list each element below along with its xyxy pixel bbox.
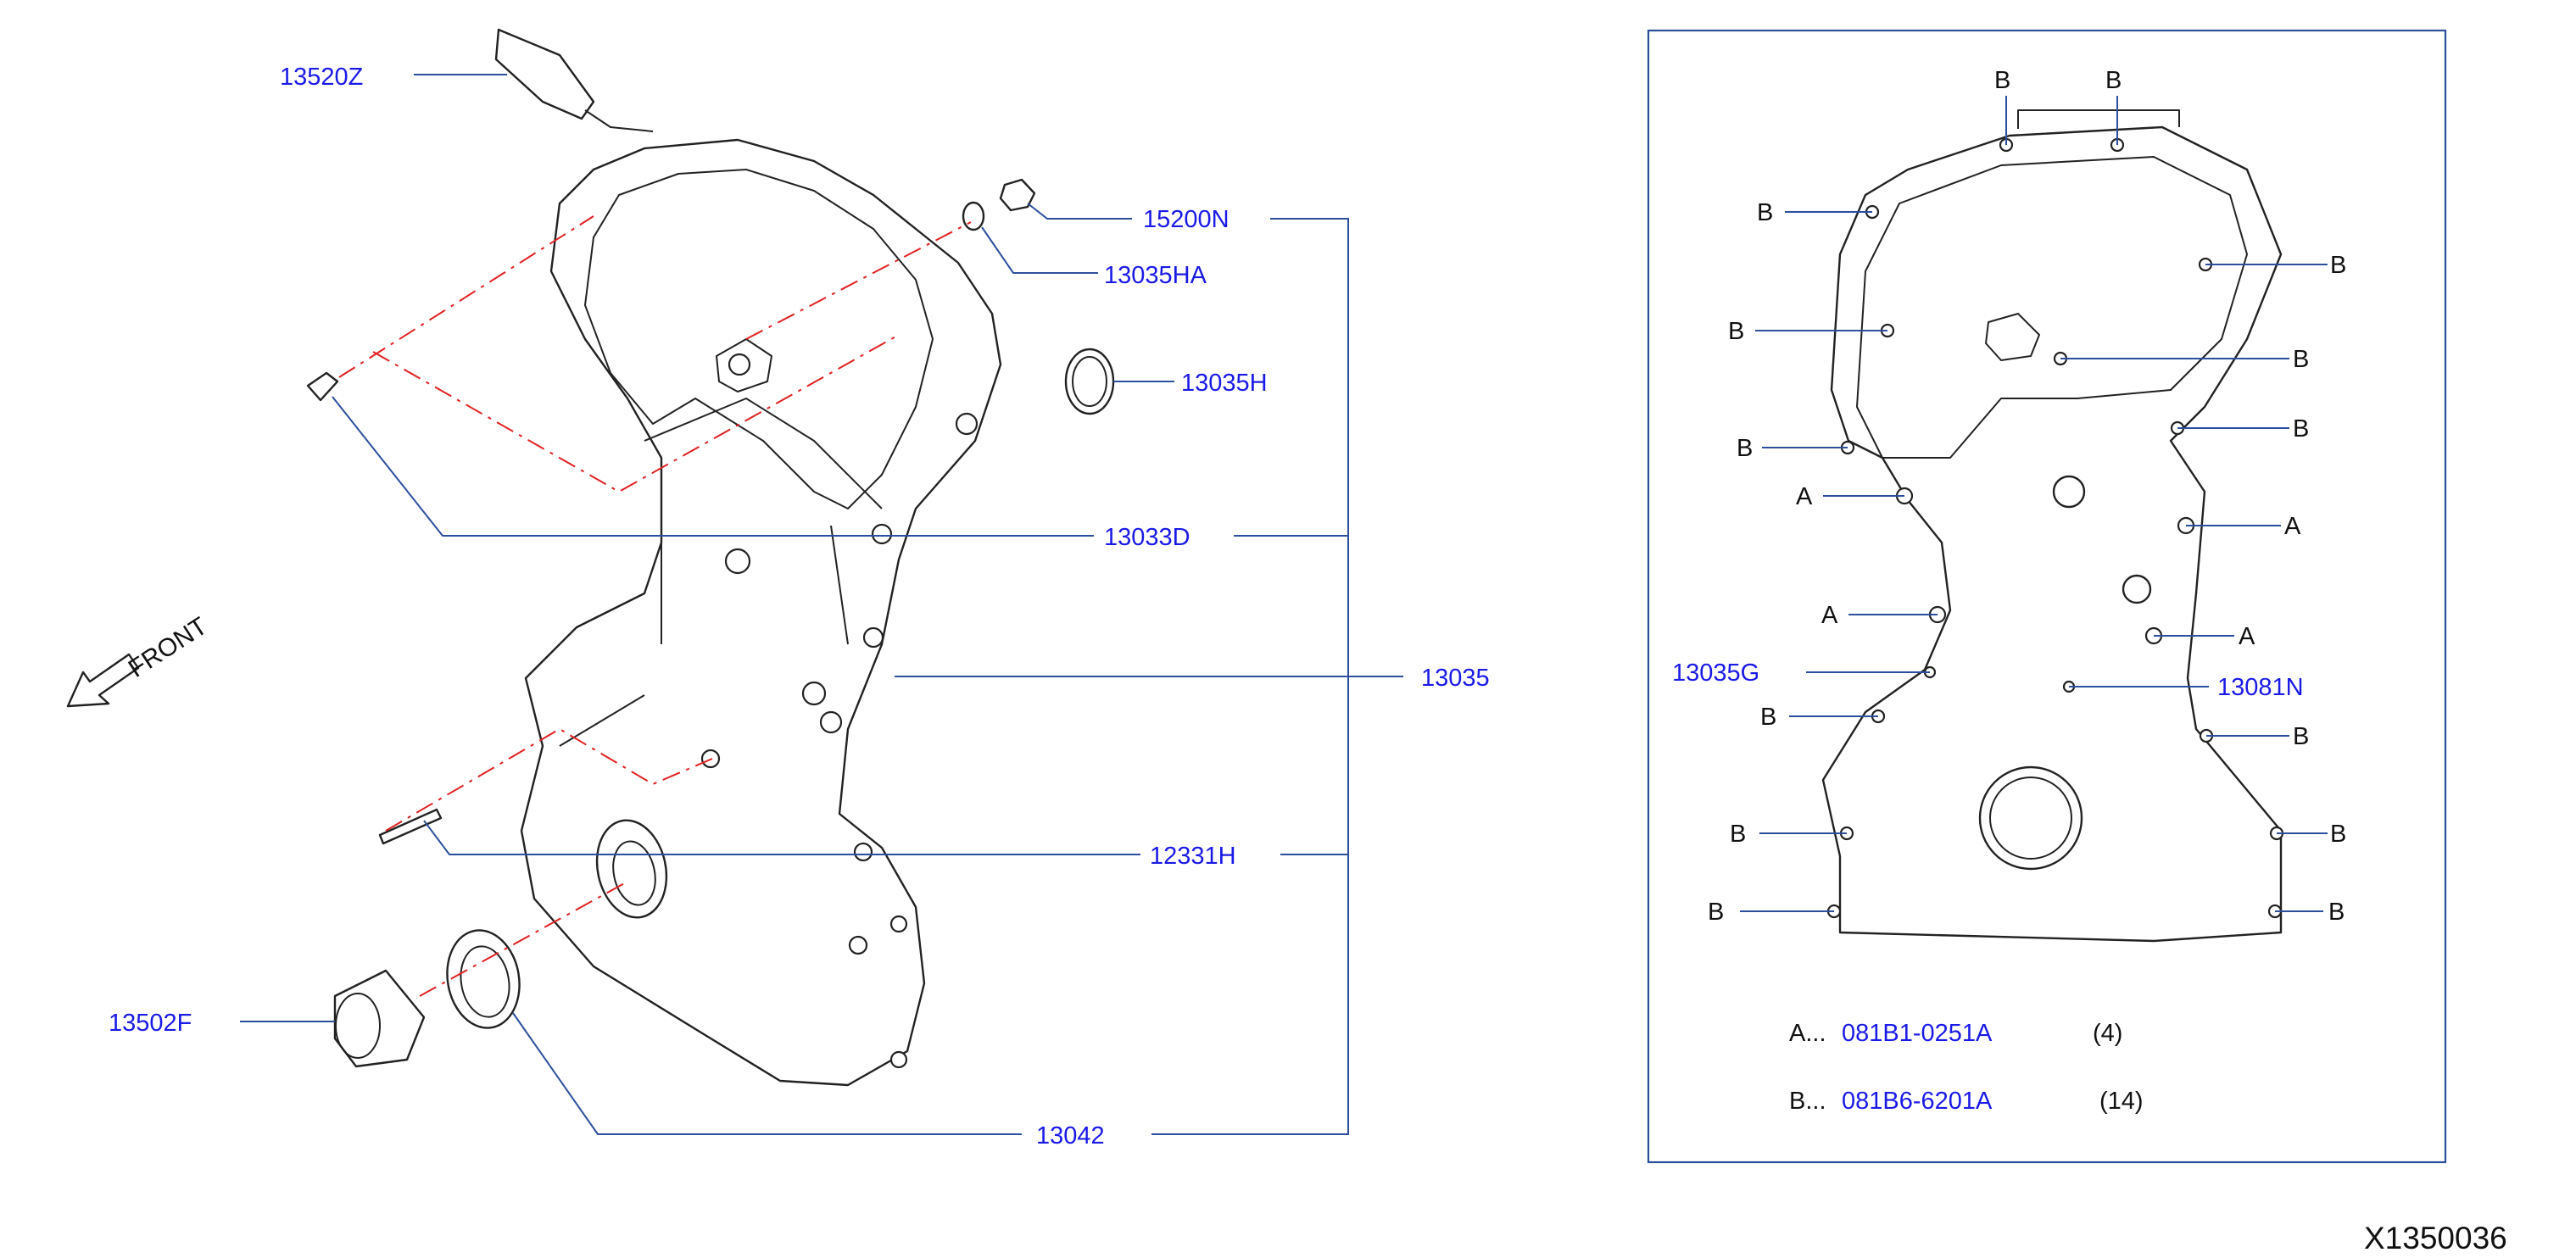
front-label: FRONT [124, 612, 213, 683]
leader-13035HA [981, 226, 1098, 274]
o-ring-large-inner [1072, 356, 1107, 407]
dowel-pin [306, 371, 339, 402]
bolt-b-13: B [1708, 899, 1724, 926]
bolt-b-4: B [2330, 252, 2346, 279]
bolt-b-5: B [1728, 318, 1744, 345]
leader-13033D [332, 396, 1094, 537]
part-13035G[interactable]: 13035G [1672, 660, 1759, 687]
legend-b-prefix: B... [1789, 1088, 1826, 1115]
bolt-b-2: B [2105, 67, 2122, 94]
front-cover-outline [520, 138, 1002, 1087]
bolt-b-3: B [1757, 199, 1773, 226]
centerline-5 [419, 881, 628, 997]
bolt-a-2: A [2284, 513, 2301, 540]
front-arrow-icon [66, 653, 140, 708]
part-13035[interactable]: 13035 [1421, 665, 1490, 692]
crank-spacer-face [335, 993, 381, 1059]
part-13502F[interactable]: 13502F [109, 1010, 192, 1037]
cover-boss-11 [955, 412, 979, 436]
bolt-b-12: B [2330, 821, 2346, 848]
bolt-b-8: B [2293, 415, 2309, 443]
oil-seal-inner [460, 945, 510, 1018]
centerline-3 [745, 221, 972, 340]
bolt-detail-panel: B B B B B B B B A A A A B B B B B B 1303… [1647, 29, 2447, 1164]
detail-boss-center [2052, 475, 2086, 509]
detail-cover-outline [1821, 125, 2283, 943]
bolt-b-14: B [2328, 899, 2345, 926]
long-pin [378, 808, 443, 845]
legend-b-part[interactable]: 081B6-6201A [1842, 1088, 1993, 1115]
detail-leaders [1740, 96, 2328, 912]
cover-boss-5 [853, 842, 873, 862]
crank-seal-inner [612, 840, 656, 906]
cover-boss-10 [871, 523, 893, 545]
centerline-4 [385, 727, 713, 832]
legend-b-qty: (14) [2099, 1088, 2144, 1115]
part-13081N[interactable]: 13081N [2217, 674, 2304, 701]
bolt-a-1: A [1796, 483, 1813, 510]
leader-13042 [512, 1012, 1022, 1135]
detail-crank-seal-inner [1989, 777, 2072, 860]
leader-15200N [1027, 203, 1132, 220]
leader-12331H [423, 820, 1140, 855]
part-13035HA[interactable]: 13035HA [1104, 262, 1207, 289]
centerline-1 [338, 215, 594, 378]
cam-boss-hole [728, 353, 751, 376]
bolt-a-3: A [1821, 602, 1838, 629]
bolt-b-9: B [1760, 704, 1776, 731]
detail-cam-boss [1985, 313, 2040, 361]
part-13033D[interactable]: 13033D [1104, 524, 1190, 551]
cover-boss-3 [819, 710, 843, 734]
cover-boss-8 [889, 1050, 908, 1069]
cover-boss-6 [848, 935, 868, 955]
legend-a-prefix: A... [1789, 1020, 1826, 1047]
detail-rear-flange [2017, 109, 2180, 129]
part-13042[interactable]: 13042 [1036, 1122, 1105, 1149]
bolt-b-1: B [1994, 67, 2010, 94]
exploded-view: FRONT 13520Z 15200N 13035HA 13035H 13033… [66, 28, 1490, 1149]
o-ring-small [962, 201, 985, 231]
detail-gasket [1856, 156, 2248, 459]
drawing-number: X1350036 [2364, 1221, 2507, 1255]
part-13035H[interactable]: 13035H [1181, 370, 1268, 397]
bolt-b-10: B [2293, 723, 2309, 750]
sealant-nozzle [584, 109, 654, 132]
bolt-b-11: B [1730, 821, 1746, 848]
bolt-a-4: A [2239, 623, 2255, 650]
detail-frame [1647, 29, 2447, 1164]
cover-boss-7 [889, 915, 908, 933]
part-15200N[interactable]: 15200N [1143, 206, 1229, 233]
filler-plug [999, 178, 1036, 212]
legend-a-part[interactable]: 081B1-0251A [1842, 1020, 1993, 1047]
detail-boss-mid [2122, 574, 2152, 604]
sealant-tube [494, 28, 595, 120]
bolt-b-6: B [2293, 346, 2309, 373]
leader-bracket [1151, 218, 1403, 1135]
cover-rib [559, 398, 883, 747]
bolt-b-7: B [1737, 435, 1753, 462]
crank-seal-in-cover [595, 819, 668, 919]
legend-a-qty: (4) [2093, 1020, 2122, 1047]
cover-boss-2 [801, 681, 827, 706]
part-13520Z[interactable]: 13520Z [280, 64, 363, 91]
detail-crank-seal [1978, 765, 2083, 871]
cover-boss-4 [862, 626, 884, 648]
part-12331H[interactable]: 12331H [1150, 843, 1236, 870]
oil-seal [446, 929, 521, 1029]
cover-boss-1 [724, 548, 751, 575]
